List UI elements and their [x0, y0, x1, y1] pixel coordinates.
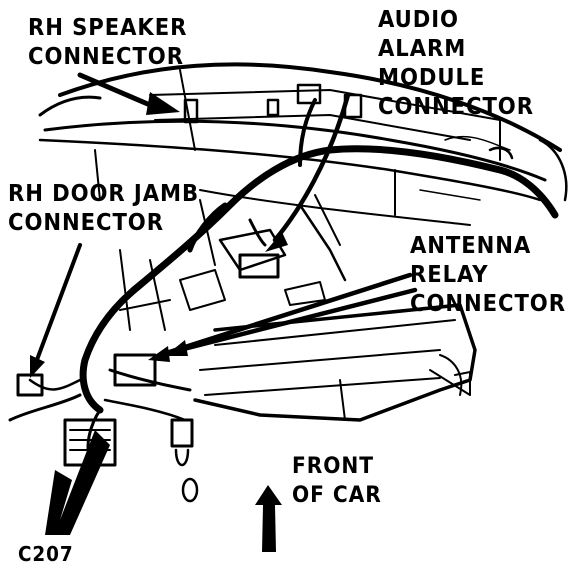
instrument-panel — [38, 62, 568, 226]
antenna-relay-connector-label: ANTENNA RELAY CONNECTOR — [410, 233, 566, 317]
rh-speaker-connector-label: RH SPEAKER CONNECTOR — [28, 15, 188, 70]
glove-box — [193, 303, 477, 422]
pointer-arrowheads — [30, 92, 288, 552]
support-brackets — [119, 194, 347, 331]
audio-alarm-module-connector-label: AUDIO ALARM MODULE CONNECTOR — [378, 7, 534, 120]
pointer-lines — [33, 72, 418, 367]
rh-door-jamb-connector-label: RH DOOR JAMB CONNECTOR — [8, 181, 200, 236]
front-arrow-icon — [255, 485, 282, 552]
wiring-harness — [8, 98, 559, 462]
connectors — [16, 83, 514, 503]
front-of-car-label: FRONT OF CAR — [292, 454, 382, 508]
c207-arrow-icon — [45, 430, 110, 535]
c207-label: C207 — [18, 542, 74, 566]
